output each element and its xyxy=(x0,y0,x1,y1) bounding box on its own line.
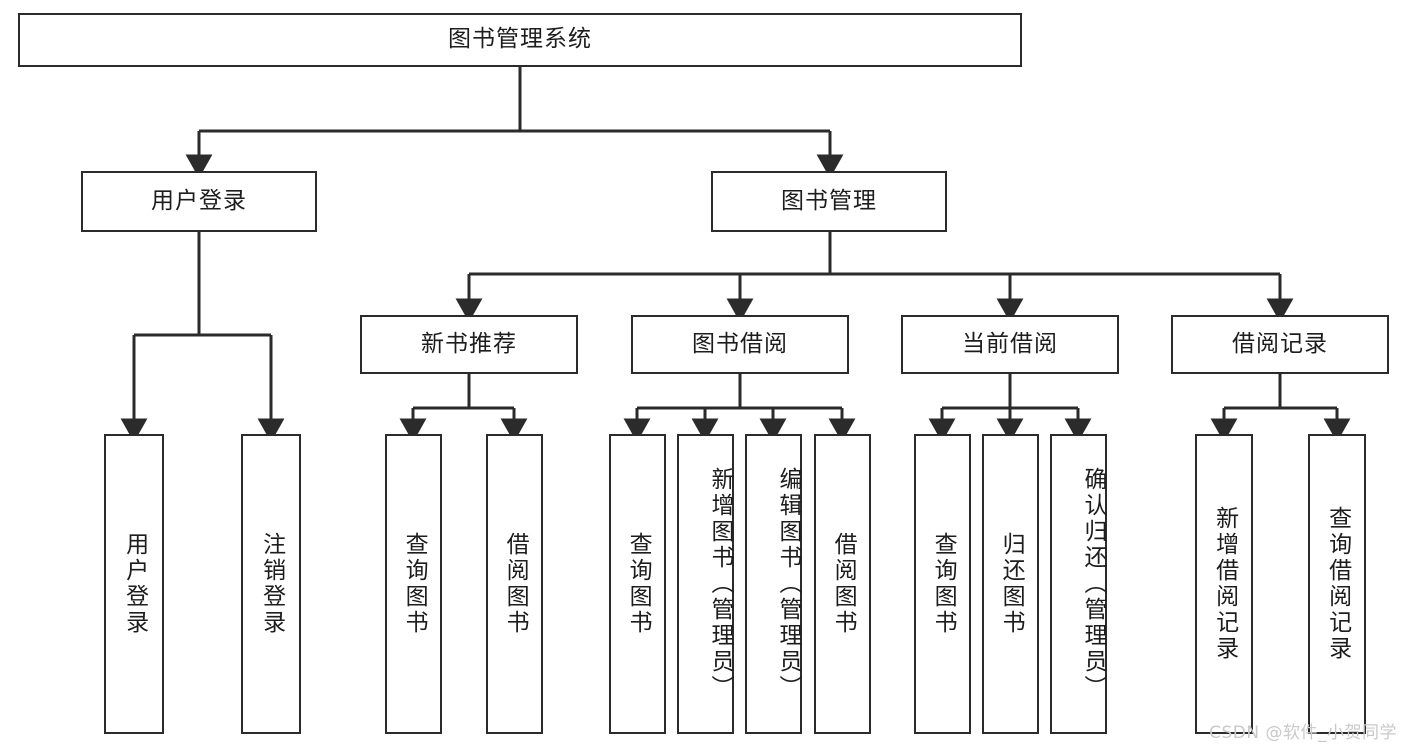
leaf-label: 新增图书（管理员） xyxy=(707,467,733,701)
leaf-label: 借阅图书 xyxy=(830,532,857,636)
node-book-borrow-label: 图书借阅 xyxy=(692,330,788,357)
leaf-label: 编辑图书（管理员） xyxy=(775,467,801,701)
leaf-label: 归还图书 xyxy=(998,532,1025,636)
leaf-label: 查询借阅记录 xyxy=(1324,506,1351,662)
node-book-management-label: 图书管理 xyxy=(781,187,877,214)
leaf-user-login-logout[interactable]: 注销登录 xyxy=(241,434,301,734)
leaf-label: 查询图书 xyxy=(930,532,957,636)
watermark: CSDN @软件_小贺同学 xyxy=(1209,723,1397,743)
node-book-borrow[interactable]: 图书借阅 xyxy=(631,315,849,374)
leaf-records-query-record[interactable]: 查询借阅记录 xyxy=(1308,434,1366,734)
leaf-records-add-record[interactable]: 新增借阅记录 xyxy=(1195,434,1253,734)
node-book-management[interactable]: 图书管理 xyxy=(711,171,947,232)
leaf-current-borrow-query-book[interactable]: 查询图书 xyxy=(914,434,971,734)
leaf-label: 查询图书 xyxy=(625,532,652,636)
leaf-book-borrow-edit-book-admin[interactable]: 编辑图书（管理员） xyxy=(745,434,802,734)
node-new-book-recommend[interactable]: 新书推荐 xyxy=(360,315,578,374)
leaf-current-borrow-confirm-return-admin[interactable]: 确认归还（管理员） xyxy=(1050,434,1107,734)
leaf-new-book-borrow-book[interactable]: 借阅图书 xyxy=(486,434,543,734)
node-current-borrow-label: 当前借阅 xyxy=(962,330,1058,357)
leaf-current-borrow-return-book[interactable]: 归还图书 xyxy=(982,434,1039,734)
node-current-borrow[interactable]: 当前借阅 xyxy=(901,315,1119,374)
node-root-label: 图书管理系统 xyxy=(448,26,592,53)
leaf-book-borrow-query-book[interactable]: 查询图书 xyxy=(609,434,666,734)
node-borrow-records-label: 借阅记录 xyxy=(1232,330,1328,357)
leaf-label: 新增借阅记录 xyxy=(1211,506,1238,662)
leaf-book-borrow-borrow-book[interactable]: 借阅图书 xyxy=(814,434,871,734)
node-borrow-records[interactable]: 借阅记录 xyxy=(1171,315,1389,374)
node-root-book-management-system[interactable]: 图书管理系统 xyxy=(18,13,1022,67)
leaf-label: 用户登录 xyxy=(121,532,148,636)
leaf-label: 查询图书 xyxy=(401,532,428,636)
leaf-new-book-query-book[interactable]: 查询图书 xyxy=(385,434,442,734)
leaf-user-login-login[interactable]: 用户登录 xyxy=(104,434,164,734)
node-user-login-label: 用户登录 xyxy=(151,187,247,214)
node-new-book-recommend-label: 新书推荐 xyxy=(421,330,517,357)
leaf-label: 借阅图书 xyxy=(502,532,529,636)
leaf-book-borrow-add-book-admin[interactable]: 新增图书（管理员） xyxy=(677,434,734,734)
node-user-login[interactable]: 用户登录 xyxy=(81,171,317,232)
leaf-label: 注销登录 xyxy=(258,532,285,636)
leaf-label: 确认归还（管理员） xyxy=(1080,467,1106,701)
